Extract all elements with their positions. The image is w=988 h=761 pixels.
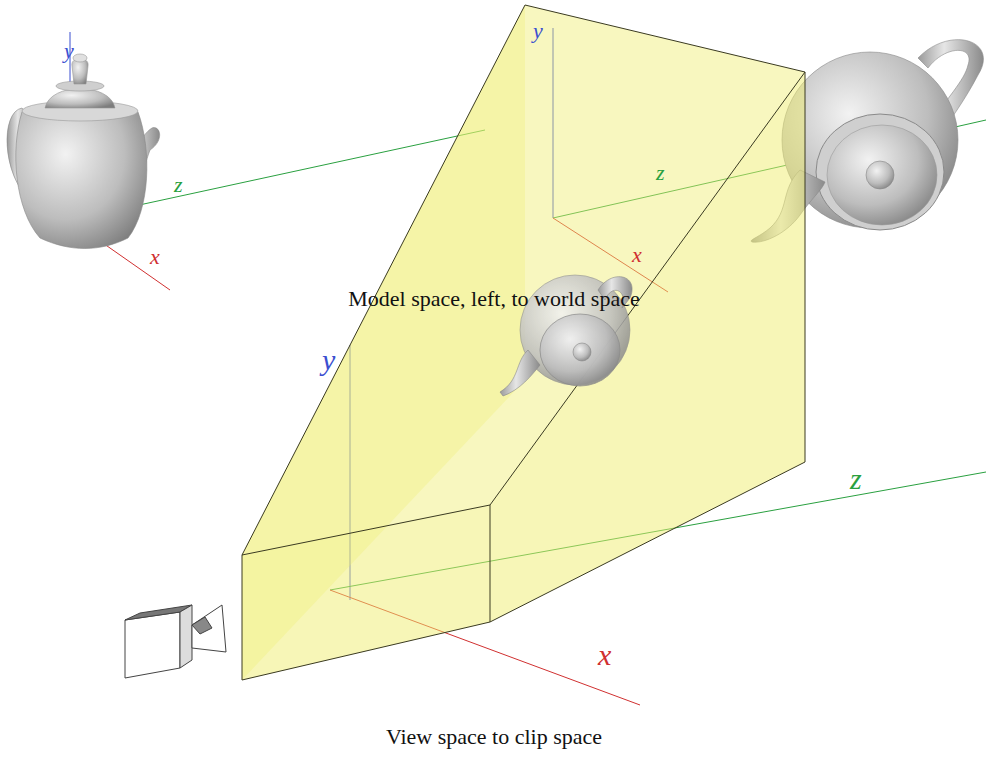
axis-label: x bbox=[598, 640, 611, 670]
view-space-panel bbox=[125, 5, 986, 705]
axis-label: z bbox=[656, 162, 665, 184]
axis-label: x bbox=[150, 246, 160, 268]
axis-label: x bbox=[632, 244, 642, 266]
axis-label: z bbox=[174, 174, 183, 196]
axis-label: y bbox=[322, 345, 335, 375]
axis-label: y bbox=[533, 20, 543, 42]
axis-label: y bbox=[64, 40, 74, 62]
camera-icon bbox=[125, 605, 226, 678]
axis-label: z bbox=[850, 464, 862, 494]
panel-caption: Model space, left, to world space bbox=[348, 288, 639, 310]
panel-caption: View space to clip space bbox=[386, 726, 602, 748]
